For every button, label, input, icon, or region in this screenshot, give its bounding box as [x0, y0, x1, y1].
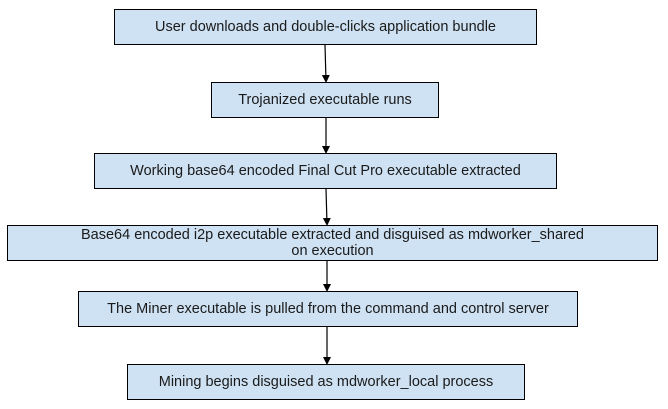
step-label: Working base64 encoded Final Cut Pro exe…: [130, 162, 521, 179]
step-label: Base64 encoded i2p executable extracted …: [81, 227, 584, 259]
step-label: The Miner executable is pulled from the …: [107, 301, 549, 317]
step-box-fcp-extracted: Working base64 encoded Final Cut Pro exe…: [94, 153, 557, 189]
step-box-i2p-extracted: Base64 encoded i2p executable extracted …: [7, 225, 658, 261]
step-box-miner-pulled: The Miner executable is pulled from the …: [78, 291, 578, 327]
step-box-mining-begins: Mining begins disguised as mdworker_loca…: [127, 364, 525, 400]
step-box-trojan-runs: Trojanized executable runs: [211, 82, 439, 118]
step-label: Mining begins disguised as mdworker_loca…: [158, 373, 494, 390]
arrow-step-1-to-2: [321, 44, 330, 83]
arrow-step-3-to-4: [322, 188, 331, 226]
step-label: Trojanized executable runs: [238, 91, 412, 108]
step-label: User downloads and double-clicks applica…: [155, 18, 496, 35]
step-box-download: User downloads and double-clicks applica…: [114, 9, 537, 45]
